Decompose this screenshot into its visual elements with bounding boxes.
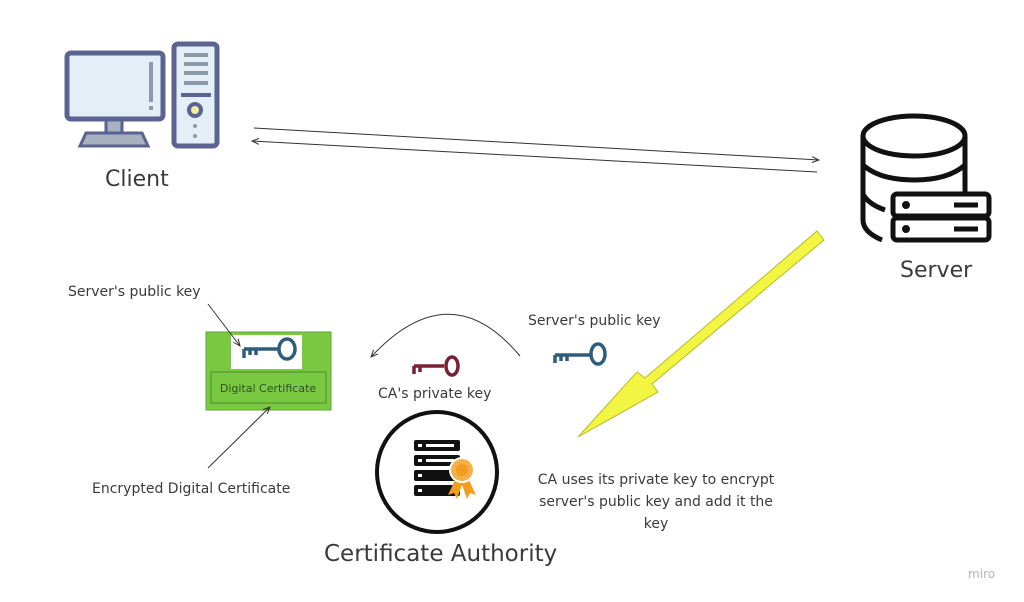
ca-note-line3: key [644, 516, 669, 532]
server-database-icon [860, 113, 992, 243]
client-label: Client [105, 167, 169, 192]
certificate-authority-icon [375, 410, 499, 534]
public-key-icon [242, 337, 297, 361]
client-computer-icon [64, 41, 220, 149]
ca-label: Certificate Authority [324, 541, 557, 567]
certificate-label: Digital Certificate [220, 382, 317, 395]
curved-arrow [371, 313, 521, 357]
server-public-key-label-top: Server's public key [68, 284, 201, 300]
ca-note-line1: CA uses its private key to encrypt [538, 472, 775, 488]
digital-certificate [205, 331, 332, 411]
server-public-key-label-mid: Server's public key [528, 313, 661, 329]
response-arrow [252, 141, 818, 173]
ca-private-key-label: CA's private key [378, 386, 491, 402]
pointer-arrow-cert [207, 407, 270, 469]
miro-watermark: miro [968, 567, 995, 581]
request-arrow [253, 127, 819, 160]
server-public-key-icon [553, 342, 607, 366]
private-key-icon [412, 355, 460, 377]
server-label: Server [900, 258, 973, 283]
yellow-arrow [577, 230, 825, 438]
pointer-arrow-key [207, 303, 240, 346]
ca-note-line2: server's public key and add it the [539, 494, 773, 510]
encrypted-cert-label: Encrypted Digital Certificate [92, 481, 290, 497]
